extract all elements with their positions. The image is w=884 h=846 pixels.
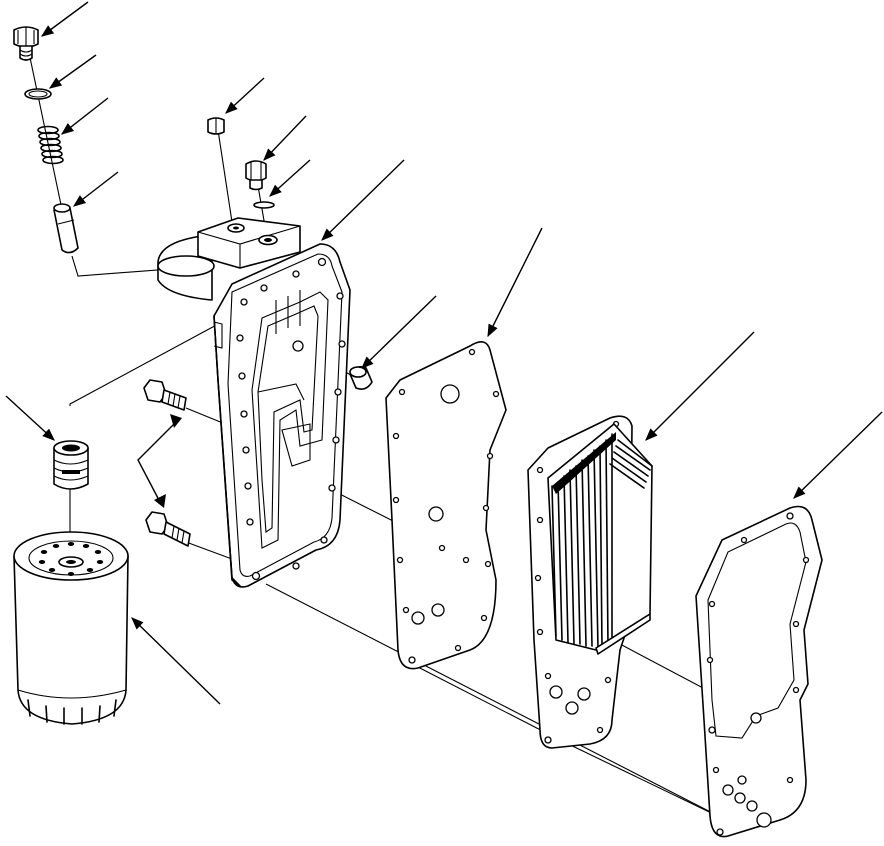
leader-spring [61,97,109,135]
leader-bolts [137,421,177,503]
small-plug-icon [207,117,225,135]
gasket-icon [385,341,507,670]
o-ring-icon [24,88,52,100]
leader-plug [40,1,89,37]
leader-pipe-plug [361,295,437,369]
plug-icon [13,26,39,61]
leader-nipple [5,395,55,441]
filter-head-icon [157,217,351,588]
leader-cover-gasket [793,411,883,499]
leader-washer [269,159,311,197]
leader-small-plug [225,77,265,114]
valve-piston-icon [53,203,79,254]
leader-top-plug [263,115,307,161]
bolt-icon [143,379,187,411]
pipe-plug-icon [349,366,373,390]
leader-gasket [487,227,543,338]
leader-o-ring [48,54,97,89]
leader-filter-head [321,159,405,241]
plug-icon [245,160,267,191]
leader-oil-filter [131,617,221,705]
oil-cooler-core-icon [527,415,653,749]
leader-valve-piston [73,171,119,207]
oil-filter-icon [13,531,129,725]
callout-leaders [5,1,883,705]
bolt-icon [145,511,191,547]
spring-icon [37,125,64,165]
washer-icon [253,201,275,209]
nipple-icon [53,440,89,490]
leader-cooler-core [645,331,755,441]
cover-gasket-icon [695,505,823,838]
